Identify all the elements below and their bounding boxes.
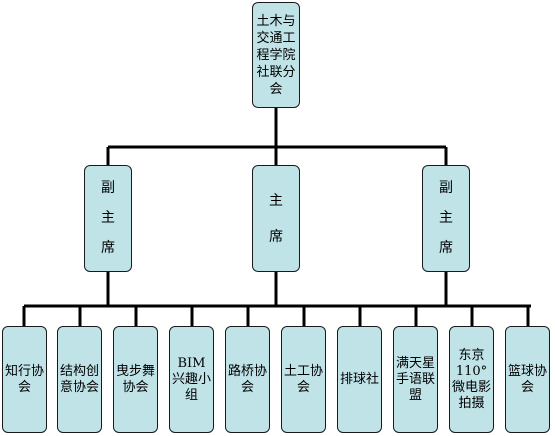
club-label: 曳步舞 协会: [115, 363, 155, 395]
chair-node: 主 席: [252, 165, 300, 272]
vice-chair-left-node: 副 主 席: [84, 165, 132, 272]
vice-chair-left-label: 副 主 席: [101, 180, 115, 256]
club-label: BIM 兴趣小 组: [171, 355, 211, 403]
club-node-geotechnical: 土工协 会: [281, 326, 326, 433]
vice-chair-right-label: 副 主 席: [439, 180, 453, 256]
club-node-basketball: 篮球协 会: [505, 326, 550, 433]
club-label: 知行协 会: [4, 363, 44, 395]
club-label: 路桥协 会: [227, 363, 267, 395]
club-label: 篮球协 会: [507, 363, 547, 395]
club-node-sign-language: 满天星 手语联 盟: [393, 326, 438, 433]
club-node-zhixing: 知行协 会: [2, 326, 47, 433]
top-node-student-union: 土木与 交通工 程学院 社联分 会: [252, 2, 300, 108]
club-node-volleyball: 排球社: [337, 326, 382, 433]
club-node-structure: 结构创 意协会: [57, 326, 102, 433]
club-node-shuffle-dance: 曳步舞 协会: [113, 326, 158, 433]
club-node-micro-film: 东京 110° 微电影 拍摄: [449, 326, 494, 433]
chair-label: 主 席: [269, 192, 283, 245]
club-label: 结构创 意协会: [59, 363, 99, 395]
club-node-road-bridge: 路桥协 会: [225, 326, 270, 433]
vice-chair-right-node: 副 主 席: [422, 165, 470, 272]
top-node-label: 土木与 交通工 程学院 社联分 会: [256, 13, 296, 97]
club-label: 东京 110° 微电影 拍摄: [451, 347, 491, 411]
club-label: 土工协 会: [283, 363, 323, 395]
club-label: 排球社: [339, 371, 379, 387]
club-label: 满天星 手语联 盟: [395, 355, 435, 403]
club-node-bim: BIM 兴趣小 组: [169, 326, 214, 433]
